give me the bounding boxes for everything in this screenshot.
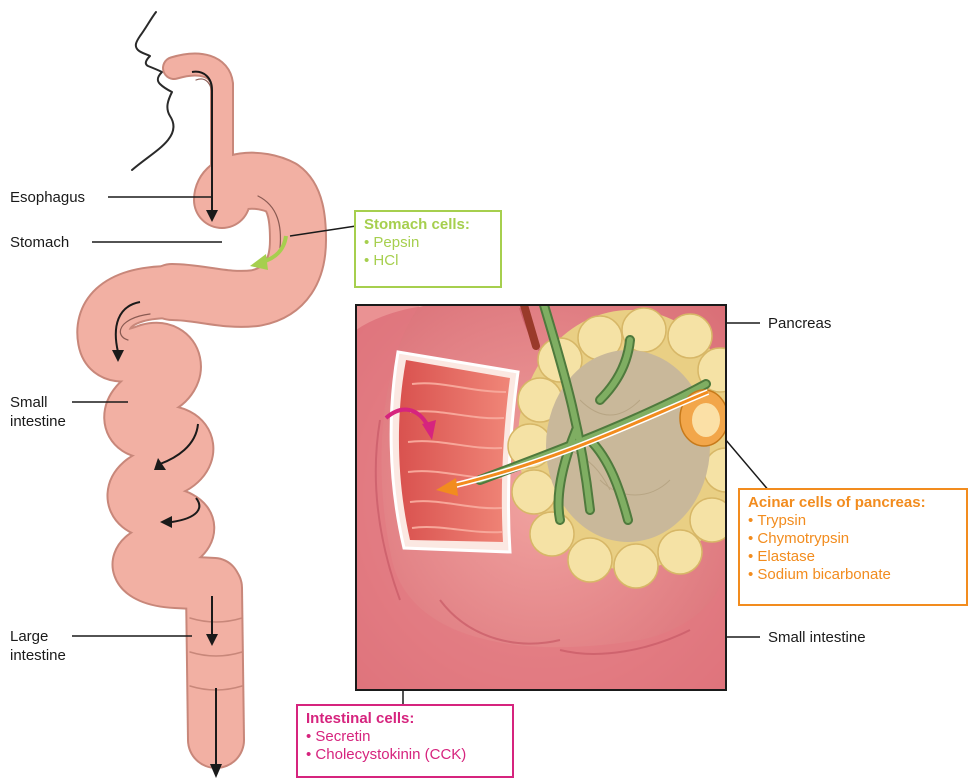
callout-stomach-cells: Stomach cells: Pepsin HCl [354, 210, 502, 288]
acinar-cells-item: Sodium bicarbonate [748, 566, 958, 584]
stomach-cells-item: Pepsin [364, 234, 492, 252]
face-profile [132, 12, 174, 170]
inset-detail [356, 303, 748, 690]
intestinal-cells-item: Secretin [306, 728, 504, 746]
label-large-intestine-line1: Large [10, 627, 48, 646]
gi-tract [103, 65, 298, 740]
callout-acinar-cells-title: Acinar cells of pancreas: [748, 494, 958, 512]
callout-stomach-cells-title: Stomach cells: [364, 216, 492, 234]
callout-intestinal-cells: Intestinal cells: Secretin Cholecystokin… [296, 704, 514, 778]
label-small-intestine-left-line1: Small [10, 393, 48, 412]
callout-intestinal-cells-title: Intestinal cells: [306, 710, 504, 728]
label-small-intestine-left-line2: intestine [10, 412, 66, 431]
acinar-cells-item: Chymotrypsin [748, 530, 958, 548]
acinar-cells-item: Trypsin [748, 512, 958, 530]
label-esophagus: Esophagus [10, 188, 85, 207]
label-large-intestine-line2: intestine [10, 646, 66, 665]
acinar-cells-item: Elastase [748, 548, 958, 566]
label-stomach: Stomach [10, 233, 69, 252]
label-small-intestine-right: Small intestine [768, 628, 866, 647]
stomach-cells-item: HCl [364, 252, 492, 270]
callout-acinar-cells: Acinar cells of pancreas: Trypsin Chymot… [738, 488, 968, 606]
label-pancreas: Pancreas [768, 314, 831, 333]
intestinal-cells-item: Cholecystokinin (CCK) [306, 746, 504, 764]
